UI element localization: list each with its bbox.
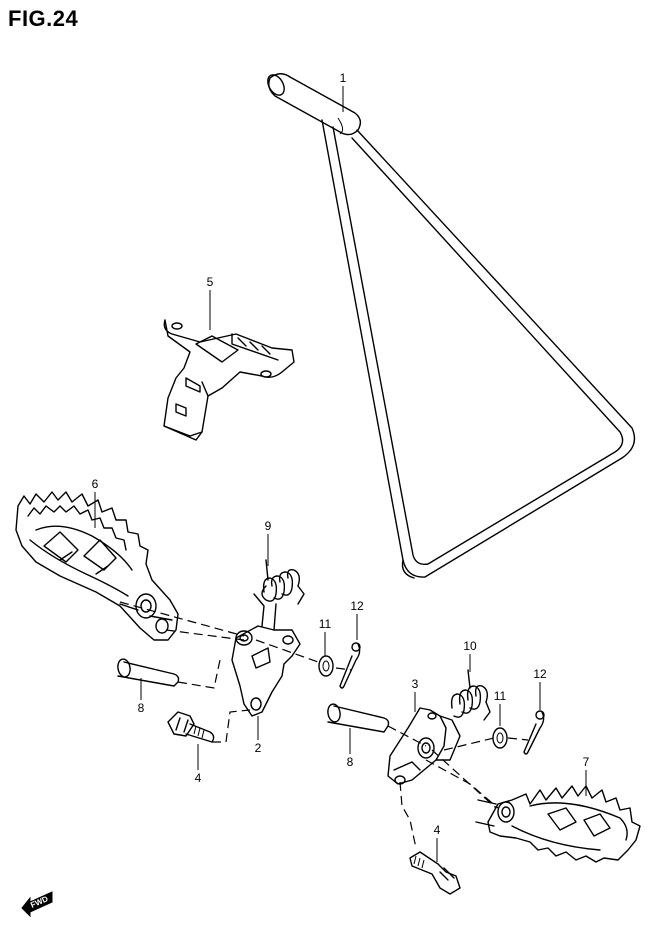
leader-lines xyxy=(94,86,587,862)
part-5-bracket[interactable] xyxy=(163,319,295,441)
part-11-washer-right[interactable] xyxy=(492,727,508,749)
callout-10: 10 xyxy=(463,639,477,653)
callout-4-right: 4 xyxy=(434,823,441,837)
part-2-footpeg-bracket-left[interactable] xyxy=(231,593,301,717)
figure-title: FIG.24 xyxy=(8,6,79,31)
fwd-arrow-icon: FWD xyxy=(21,891,53,918)
part-7-footpeg-right[interactable] xyxy=(475,785,641,863)
part-8-pin-right[interactable] xyxy=(327,703,390,733)
callout-8-left: 8 xyxy=(138,701,145,715)
callout-12-left: 12 xyxy=(350,599,364,613)
part-9-spring-left[interactable] xyxy=(261,559,305,605)
callout-6: 6 xyxy=(92,477,99,491)
part-3-footpeg-bracket-right[interactable] xyxy=(387,707,461,785)
part-12-cotter-pin-left[interactable] xyxy=(339,642,361,689)
callout-9: 9 xyxy=(265,519,272,533)
callout-1: 1 xyxy=(340,71,347,85)
callout-labels: 1 2 3 4 4 5 6 7 8 8 9 10 11 11 12 12 xyxy=(92,71,590,837)
part-4-bolt-right[interactable] xyxy=(409,851,461,895)
callout-8-right: 8 xyxy=(347,755,354,769)
part-10-spring-right[interactable] xyxy=(450,669,491,721)
callout-4-left: 4 xyxy=(195,771,202,785)
callout-2: 2 xyxy=(255,741,262,755)
callout-11-right: 11 xyxy=(494,689,507,703)
part-11-washer-left[interactable] xyxy=(318,655,334,677)
part-8-pin-left[interactable] xyxy=(117,658,180,687)
part-1-side-stand[interactable] xyxy=(264,72,636,579)
callout-3: 3 xyxy=(412,677,419,691)
callout-11-left: 11 xyxy=(319,617,332,631)
callout-12-right: 12 xyxy=(533,667,547,681)
callout-5: 5 xyxy=(207,275,214,289)
assembly-lines xyxy=(119,601,529,849)
part-12-cotter-pin-right[interactable] xyxy=(523,710,545,755)
callout-7: 7 xyxy=(583,755,590,769)
part-4-bolt-left[interactable] xyxy=(167,711,215,743)
part-6-footpeg-left[interactable] xyxy=(15,491,179,641)
